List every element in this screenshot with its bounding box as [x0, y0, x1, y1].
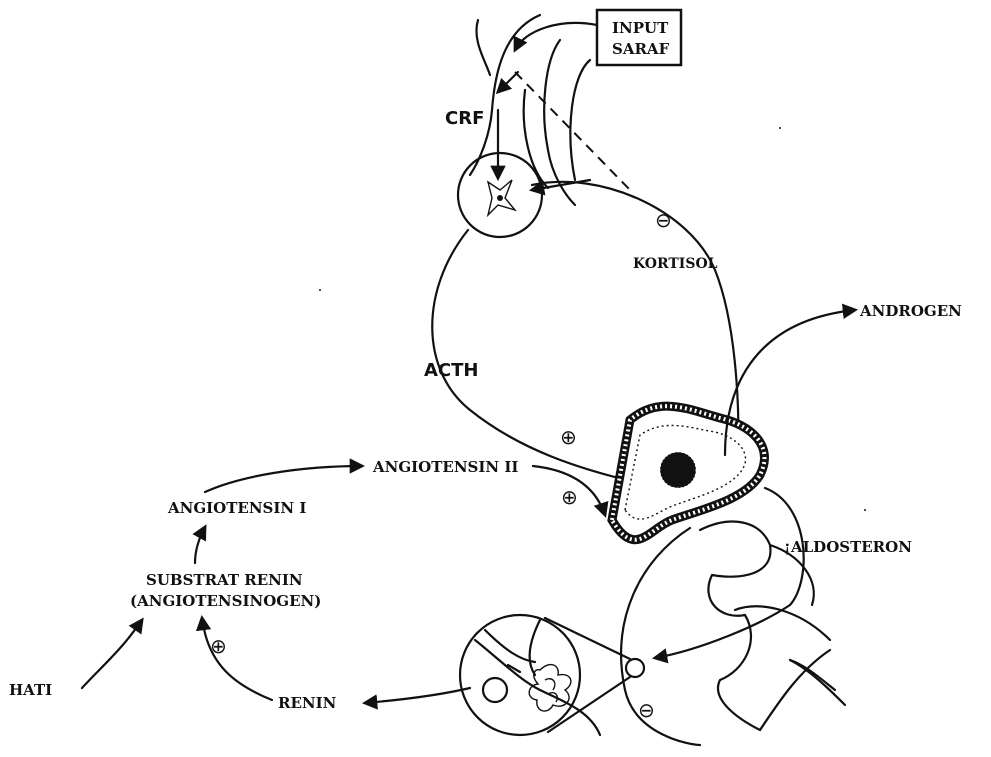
adrenal-cell	[612, 406, 764, 540]
renin-to-substrat-path	[202, 618, 272, 700]
hati-arrow	[82, 620, 142, 688]
minus-symbol-aldosteron: ⊖	[638, 698, 655, 722]
input-saraf-box: INPUT SARAF	[597, 10, 681, 65]
renin-output-arrow	[365, 688, 470, 703]
label-angiotensin-i: ANGIOTENSIN I	[167, 499, 306, 517]
label-angiotensinogen: (ANGIOTENSINOGEN)	[130, 592, 321, 610]
label-aldosteron-mark: ¡	[784, 538, 791, 556]
label-kortisol: KORTISOL	[633, 256, 718, 272]
plus-symbol-acth: ⊕	[560, 425, 577, 449]
minus-symbol-kortisol: ⊖	[655, 208, 672, 232]
acth-path	[432, 230, 648, 485]
label-angiotensin-ii: ANGIOTENSIN II	[372, 458, 518, 476]
label-substrat-renin: SUBSTRAT RENIN	[146, 571, 303, 589]
angiotensin-i-to-ii-path	[205, 466, 362, 492]
label-aldosteron: ALDOSTERON	[790, 538, 912, 556]
plus-symbol-angiotensin: ⊕	[561, 485, 578, 509]
label-crf: CRF	[445, 108, 484, 129]
label-androgen: ANDROGEN	[859, 302, 962, 320]
label-renin: RENIN	[278, 694, 337, 712]
label-acth: ACTH	[424, 360, 478, 381]
input-saraf-line-1: INPUT	[612, 19, 669, 37]
plus-symbol-renin: ⊕	[210, 634, 227, 658]
substrat-to-angiotensin-i-path	[195, 527, 205, 563]
label-hati: HATI	[9, 681, 52, 699]
input-saraf-line-2: SARAF	[612, 40, 670, 58]
glomerulus-magnified	[460, 615, 644, 735]
